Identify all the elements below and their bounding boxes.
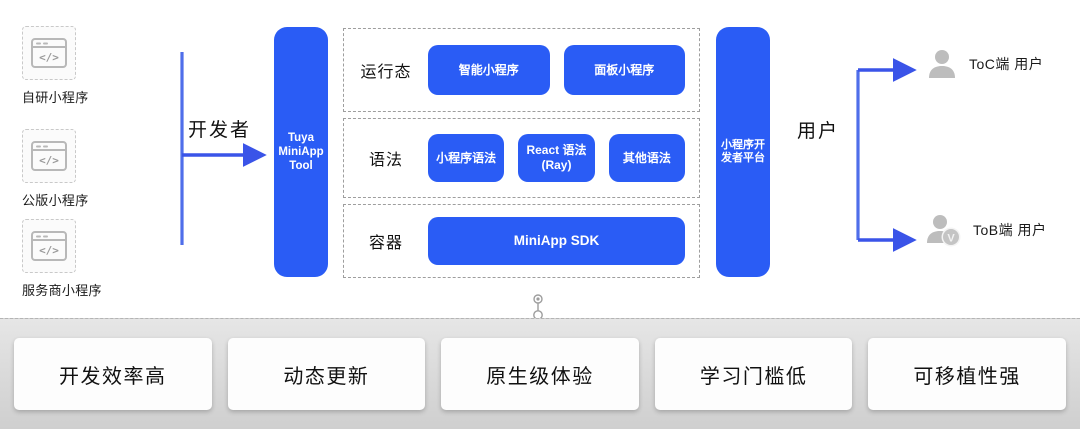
layer-title-runtime: 运行态 (360, 64, 412, 81)
source-node-service-provider[interactable]: </> 服务商小程序 (22, 219, 102, 299)
code-window-icon: </> (22, 129, 76, 183)
person-verified-icon: V (927, 215, 961, 247)
layer-runtime: 运行态 智能小程序 面板小程序 (343, 28, 700, 112)
user-endpoint-tob[interactable]: V ToB端 用户 (925, 212, 1047, 248)
code-window-glyph: </> (31, 231, 67, 261)
feature-card-dynamic-update[interactable]: 动态更新 (227, 338, 426, 410)
chip-smart-miniapp[interactable]: 智能小程序 (428, 45, 550, 95)
source-label: 公版小程序 (22, 193, 89, 208)
tuya-tool-line3: Tool (289, 160, 313, 172)
source-node-public-version[interactable]: </> 公版小程序 (22, 129, 89, 209)
layer-container: 容器 MiniApp SDK (343, 204, 700, 278)
user-label-tob: ToB端 用户 (973, 222, 1047, 238)
dev-platform-text: 小程序开 发者平台 (721, 139, 765, 166)
svg-text:</>: </> (39, 154, 59, 167)
connector-anchor-handle[interactable] (531, 294, 545, 320)
dev-platform-line2: 发者平台 (721, 152, 765, 164)
right-wire-group (782, 58, 917, 252)
tuya-miniapp-tool-block[interactable]: Tuya MiniApp Tool (274, 27, 328, 277)
chip-miniapp-syntax[interactable]: 小程序语法 (428, 134, 505, 182)
developer-flow-label: 开发者 (188, 120, 252, 141)
left-wire-group (78, 50, 267, 247)
feature-card-dev-efficiency[interactable]: 开发效率高 (14, 338, 212, 410)
chip-react-line1: React 语法 (526, 143, 587, 157)
feature-card-low-learning-curve[interactable]: 学习门槛低 (654, 338, 853, 410)
chip-react-line2: (Ray) (541, 158, 572, 172)
layer-body-container: MiniApp SDK (428, 217, 699, 265)
architecture-diagram: </> 自研小程序 </> 公版小程序 (22, 26, 1047, 320)
layer-title-syntax: 语法 (368, 152, 403, 169)
code-window-glyph: </> (31, 141, 67, 171)
code-window-icon: </> (22, 219, 76, 273)
code-window-icon: </> (22, 26, 76, 80)
tuya-tool-text: Tuya MiniApp Tool (278, 131, 323, 173)
source-label: 自研小程序 (22, 90, 89, 105)
svg-text:</>: </> (39, 51, 59, 64)
miniapp-developer-platform-block[interactable]: 小程序开 发者平台 (716, 27, 770, 277)
source-node-self-developed[interactable]: </> 自研小程序 (22, 26, 89, 106)
svg-text:</>: </> (39, 244, 59, 257)
user-flow-label: 用户 (797, 121, 840, 142)
layer-syntax: 语法 小程序语法 React 语法 (Ray) 其他语法 (343, 118, 700, 198)
feature-card-native-experience[interactable]: 原生级体验 (441, 338, 639, 410)
dev-platform-line1: 小程序开 (721, 138, 765, 151)
tuya-tool-line1: Tuya (287, 131, 314, 144)
chip-react-syntax-text: React 语法 (Ray) (526, 143, 586, 173)
svg-text:V: V (947, 233, 955, 245)
chip-react-syntax-ray[interactable]: React 语法 (Ray) (518, 134, 595, 182)
layer-title-container: 容器 (368, 235, 403, 252)
tuya-tool-line2: MiniApp (278, 145, 324, 158)
layer-body-runtime: 智能小程序 面板小程序 (428, 45, 699, 95)
user-label-toc: ToC端 用户 (969, 56, 1044, 72)
chip-panel-miniapp[interactable]: 面板小程序 (563, 45, 685, 95)
chip-other-syntax[interactable]: 其他语法 (608, 134, 685, 182)
code-window-glyph: </> (31, 38, 67, 68)
person-icon (929, 50, 955, 78)
feature-card-portability[interactable]: 可移植性强 (868, 338, 1066, 410)
chip-miniapp-sdk[interactable]: MiniApp SDK (428, 217, 685, 265)
feature-strip: 开发效率高 动态更新 原生级体验 学习门槛低 可移植性强 (0, 318, 1080, 429)
source-label: 服务商小程序 (22, 283, 102, 298)
user-endpoint-toc[interactable]: ToC端 用户 (925, 47, 1043, 81)
layer-body-syntax: 小程序语法 React 语法 (Ray) 其他语法 (428, 134, 699, 182)
